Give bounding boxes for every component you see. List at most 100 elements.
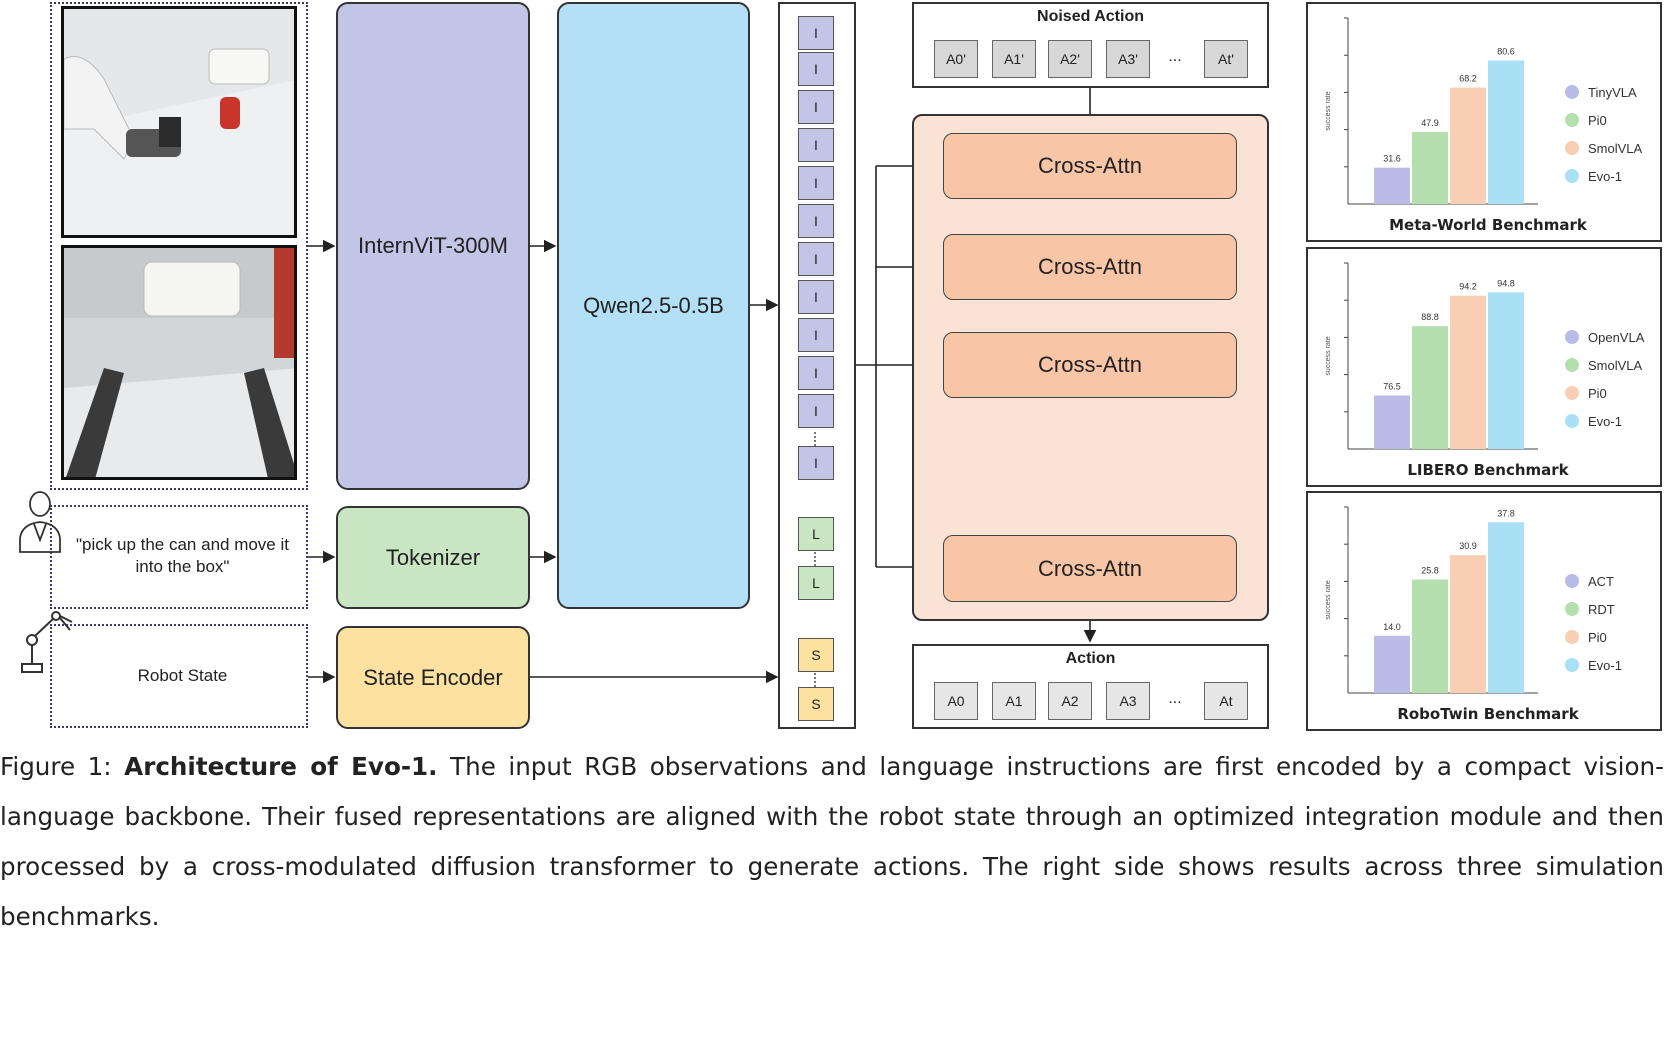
image-token-9: I (798, 318, 834, 352)
image-token-last: I (798, 446, 834, 480)
legend-label-openvla: OpenVLA (1588, 330, 1645, 345)
observation-image-top (61, 6, 297, 238)
legend-label-evo-1: Evo-1 (1588, 169, 1622, 184)
bar-smolvla (1450, 87, 1486, 204)
legend-swatch-act (1565, 574, 1579, 588)
bar-rdt (1412, 579, 1448, 693)
image-token-ellipsis (814, 432, 818, 446)
noised-action-token-ellipsis: ... (1168, 48, 1182, 65)
language-token-last: L (798, 566, 834, 600)
image-token-11: I (798, 394, 834, 428)
legend-swatch-smolvla (1565, 358, 1579, 372)
data-label-evo-1: 80.6 (1497, 46, 1515, 56)
legend-swatch-pi0 (1565, 113, 1579, 127)
legend-label-rdt: RDT (1588, 602, 1615, 617)
legend-label-pi0: Pi0 (1588, 630, 1607, 645)
data-label-smolvla: 68.2 (1459, 74, 1477, 84)
llm-backbone-block: Qwen2.5-0.5B (557, 2, 750, 609)
data-label-act: 14.0 (1383, 622, 1401, 632)
noised-action-token-4: A3' (1106, 40, 1150, 78)
bar-pi0 (1450, 555, 1486, 693)
legend-swatch-smolvla (1565, 141, 1579, 155)
architecture-diagram: "pick up the can and move it into the bo… (19, 2, 1662, 731)
instruction-frame (50, 505, 308, 609)
legend-swatch-evo-1 (1565, 169, 1579, 183)
figure-caption: Figure 1: Architecture of Evo-1. The inp… (0, 742, 1664, 942)
legend-swatch-evo-1 (1565, 658, 1579, 672)
image-inputs-frame (50, 2, 308, 490)
noised-action-token-2: A1' (992, 40, 1036, 78)
bar-openvla (1374, 395, 1410, 449)
caption-bold-title: Architecture of Evo-1. (124, 752, 438, 781)
bar-act (1374, 635, 1410, 693)
image-token-6: I (798, 204, 834, 238)
user-icon (19, 491, 61, 553)
legend-swatch-tinyvla (1565, 85, 1579, 99)
cross-attn-block-2: Cross-Attn (943, 234, 1237, 300)
action-token-1: A0 (934, 682, 978, 720)
legend-label-evo-1: Evo-1 (1588, 658, 1622, 673)
chart-title: Meta-World Benchmark (1389, 216, 1588, 234)
observation-image-bottom (61, 245, 297, 480)
image-token-7: I (798, 242, 834, 276)
image-token-4: I (798, 128, 834, 162)
image-token-10: I (798, 356, 834, 390)
chart-title: RoboTwin Benchmark (1397, 705, 1579, 723)
robot-arm-icon (21, 611, 73, 673)
caption-label: Figure 1: (0, 752, 112, 781)
caption-body: The input RGB observations and language … (0, 752, 1664, 931)
state-encoder-block: State Encoder (336, 626, 530, 729)
data-label-smolvla: 88.8 (1421, 312, 1439, 322)
robotwin-chart: success rate14.025.830.937.8ACTRDTPi0Evo… (1325, 506, 1622, 723)
meta-world-chart: success rate31.647.968.280.6TinyVLAPi0Sm… (1325, 17, 1643, 234)
data-label-pi0: 30.9 (1459, 541, 1477, 551)
tokenizer-block: Tokenizer (336, 506, 530, 609)
legend-swatch-evo-1 (1565, 414, 1579, 428)
bar-evo-1 (1488, 60, 1524, 204)
data-label-evo-1: 37.8 (1497, 508, 1515, 518)
data-label-pi0: 47.9 (1421, 118, 1439, 128)
robot-state-label: Robot State (137, 666, 228, 685)
bar-tinyvla (1374, 167, 1410, 204)
language-token-first: L (798, 517, 834, 551)
bar-evo-1 (1488, 292, 1524, 449)
data-label-evo-1: 94.8 (1497, 278, 1515, 288)
cross-attn-block-1: Cross-Attn (943, 133, 1237, 199)
legend-label-smolvla: SmolVLA (1588, 141, 1643, 156)
data-label-rdt: 25.8 (1421, 565, 1439, 575)
action-title: Action (1065, 650, 1116, 667)
language-token-ellipsis (814, 552, 818, 566)
chart-title: LIBERO Benchmark (1407, 461, 1569, 479)
robot-arm-scene (64, 9, 294, 235)
bar-pi0 (1450, 295, 1486, 449)
cross-attn-block-3: Cross-Attn (943, 332, 1237, 398)
bar-pi0 (1412, 132, 1448, 204)
legend-label-pi0: Pi0 (1588, 386, 1607, 401)
vit-encoder-block: InternViT-300M (336, 2, 530, 490)
data-label-openvla: 76.5 (1383, 381, 1401, 391)
action-token-ellipsis: ... (1168, 690, 1182, 707)
noised-action-token-3: A2' (1048, 40, 1092, 78)
state-token-first: S (798, 638, 834, 672)
noised-action-token-6: At' (1204, 40, 1248, 78)
action-token-6: At (1204, 682, 1248, 720)
wrist-camera-scene (64, 248, 294, 477)
noised-action-token-1: A0' (934, 40, 978, 78)
legend-label-act: ACT (1588, 574, 1614, 589)
bar-smolvla (1412, 326, 1448, 449)
image-token-5: I (798, 166, 834, 200)
action-token-3: A2 (1048, 682, 1092, 720)
action-token-4: A3 (1106, 682, 1150, 720)
legend-swatch-rdt (1565, 602, 1579, 616)
instruction-text: "pick up the can and move it into the bo… (76, 535, 289, 576)
legend-label-evo-1: Evo-1 (1588, 414, 1622, 429)
data-label-tinyvla: 31.6 (1383, 154, 1401, 164)
y-axis-label: success rate (1325, 336, 1332, 375)
legend-label-tinyvla: TinyVLA (1588, 85, 1637, 100)
